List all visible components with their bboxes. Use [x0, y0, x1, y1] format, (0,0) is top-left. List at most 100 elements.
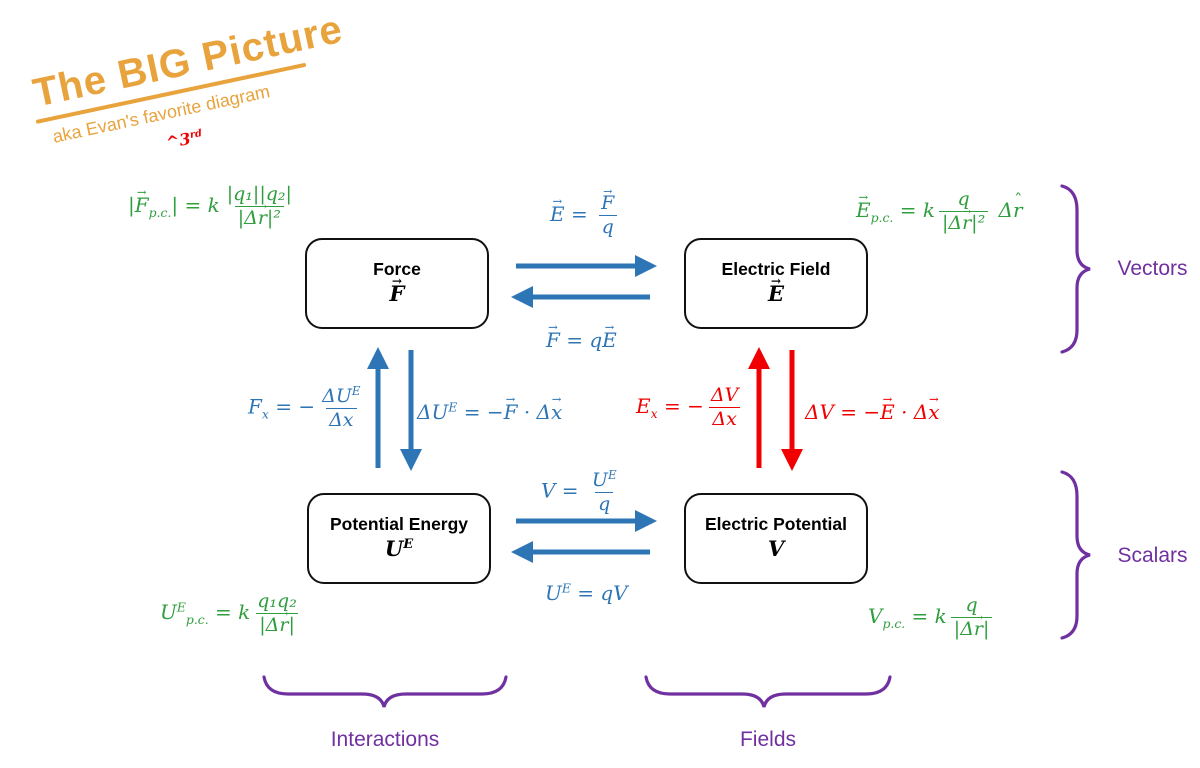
math-text: |Δ [259, 613, 280, 636]
box-force-label: Force [373, 258, 421, 279]
numerator: UE [589, 468, 620, 492]
box-electric-potential: Electric Potential V [684, 493, 868, 584]
math-sup: E [351, 384, 361, 398]
math-sub: p.c. [882, 615, 906, 631]
math-text: = k [208, 599, 251, 624]
box-electric-potential-label: Electric Potential [705, 513, 847, 534]
math-sup: E [607, 468, 617, 482]
math-text: ΔU [417, 400, 449, 424]
formula-energy-from-force: ΔUE = −F · Δx [417, 399, 562, 425]
math-text: = − [657, 393, 704, 418]
numerator: |q₁||q₂| [226, 183, 292, 205]
math-text: U [545, 581, 562, 605]
brace-scalars [1060, 470, 1091, 640]
math-text: = qV [570, 581, 628, 605]
math-text: | = k [171, 192, 220, 217]
math-text: |Δ [941, 211, 963, 234]
math-text: = q [559, 328, 603, 352]
box-electric-field: Electric Field E [684, 238, 868, 329]
math-text: r [258, 207, 267, 230]
fraction: Fq [598, 192, 617, 239]
math-text: = k [893, 197, 935, 222]
math-text: E [636, 393, 651, 418]
math-text: F [135, 192, 149, 218]
math-text: E [602, 327, 617, 353]
math-text: E [880, 399, 895, 425]
math-text: | [128, 192, 135, 217]
math-sub: p.c. [148, 204, 172, 220]
math-text: Δ [992, 197, 1014, 222]
math-text: |Δ [953, 617, 974, 640]
fraction: q|Δr| [950, 594, 993, 641]
group-label-vectors: Vectors [1117, 257, 1188, 280]
math-text: F [504, 399, 518, 425]
formula-coulomb-force: |Fp.c.| = k|q₁||q₂||Δr|² [128, 183, 299, 230]
formula-energy-from-potential: UE = qV [545, 580, 628, 606]
formula-potential-from-field: ΔV = −E · Δx [805, 399, 940, 425]
fraction: q|Δr|² [938, 188, 989, 235]
denominator: |Δr|² [234, 205, 284, 230]
math-text: r [962, 212, 971, 235]
math-text: E [856, 197, 871, 223]
fraction: |q₁||q₂||Δr|² [224, 183, 295, 230]
math-sup: E [448, 399, 458, 415]
denominator: |Δr| [256, 612, 298, 637]
math-text: |² [266, 206, 281, 229]
denominator: |Δr|² [938, 210, 989, 235]
denominator: |Δr| [950, 616, 993, 641]
math-sub: p.c. [870, 209, 894, 225]
math-text: = − [268, 394, 316, 419]
box-electric-field-label: Electric Field [721, 258, 831, 279]
group-label-scalars: Scalars [1117, 544, 1188, 567]
math-text: x [551, 399, 562, 425]
math-text: r [279, 614, 288, 637]
math-text: r [974, 618, 983, 641]
numerator: ΔUE [319, 384, 363, 408]
field-symbol: E [768, 281, 784, 306]
math-sup: E [176, 599, 186, 615]
denominator: q [598, 214, 617, 239]
math-text: | [288, 613, 295, 636]
math-text: = k [905, 603, 947, 628]
denominator: Δx [326, 407, 357, 432]
math-text: · Δ [894, 400, 929, 424]
math-text: V = [541, 478, 585, 503]
denominator: Δx [709, 406, 740, 431]
math-sub: x [650, 405, 658, 421]
formula-force-from-field: F = qE [546, 327, 617, 353]
annotation-ordinal: rd [188, 128, 203, 141]
math-text: |² [971, 211, 986, 234]
numerator: F [598, 192, 617, 215]
fraction: q₁q₂|Δr| [254, 590, 300, 637]
denominator: q [595, 491, 614, 516]
math-text: = − [457, 400, 504, 424]
math-text: F [248, 394, 262, 419]
potential-symbol: V [767, 536, 785, 562]
math-text: E [550, 201, 565, 227]
box-potential-energy-label: Potential Energy [329, 513, 469, 534]
math-text: r [1013, 197, 1023, 223]
math-text: F [546, 327, 560, 353]
math-text: · Δ [517, 400, 551, 424]
force-symbol: F [390, 281, 405, 306]
math-text: = [564, 201, 595, 226]
math-sub: p.c. [185, 611, 209, 627]
formula-point-charge-potential: Vp.c. = kq|Δr| [868, 594, 996, 641]
math-text: | [983, 617, 990, 640]
math-text: U [160, 599, 177, 624]
math-sup: E [561, 580, 571, 596]
group-label-interactions: Interactions [330, 728, 440, 751]
math-text: V [868, 603, 883, 628]
brace-vectors [1060, 184, 1091, 354]
brace-interactions [262, 675, 508, 708]
energy-symbol-sup: E [403, 537, 414, 553]
math-text: ΔU [322, 385, 352, 408]
energy-symbol: U [384, 536, 404, 562]
group-label-fields: Fields [739, 728, 797, 751]
